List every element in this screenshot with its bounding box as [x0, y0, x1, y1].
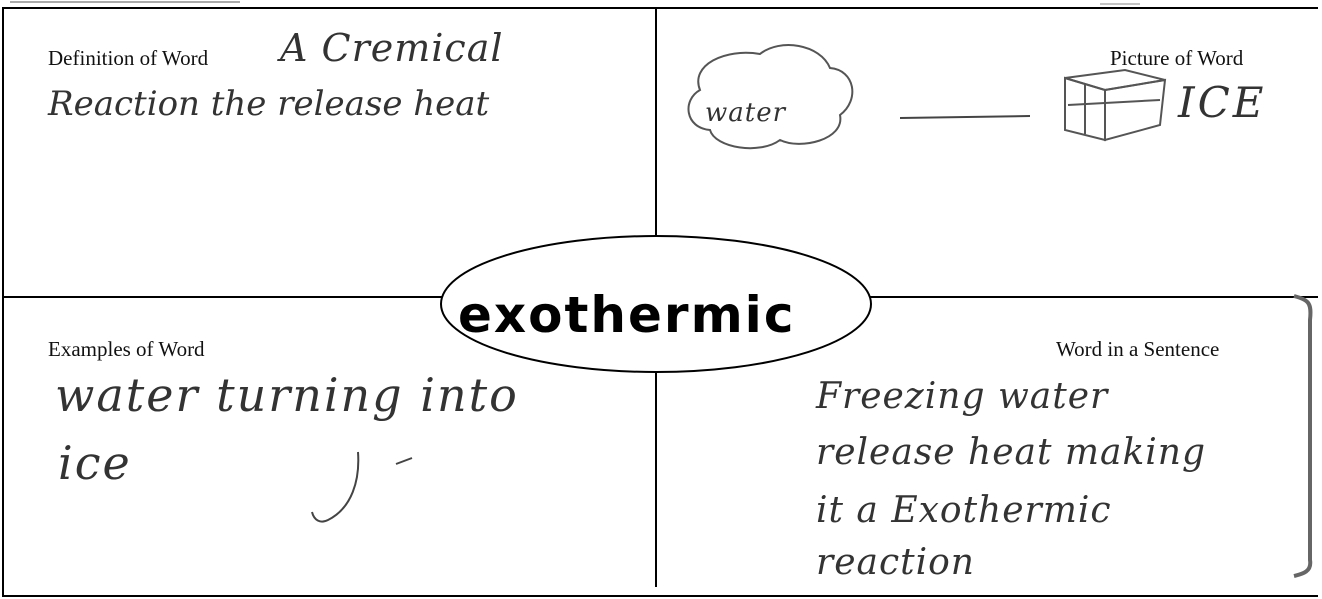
top-border: [2, 7, 1318, 9]
sentence-handwriting-line-3: it a Exothermic: [816, 490, 1112, 531]
center-word: exothermic: [458, 286, 796, 344]
definition-label: Definition of Word: [48, 46, 209, 70]
vertical-divider-bottom: [655, 368, 657, 587]
sentence-bracket: [1293, 294, 1313, 578]
left-border: [2, 7, 4, 597]
center-oval: [440, 235, 872, 373]
bottom-border: [2, 595, 1318, 597]
sentence-handwriting-line-4: reaction: [816, 542, 975, 583]
examples-stray-strokes: [311, 451, 413, 523]
definition-handwriting-line-1: A Cremical: [280, 26, 504, 70]
examples-handwriting-line-2: ice: [58, 436, 132, 490]
horizontal-divider-left: [2, 296, 442, 298]
picture-drawing: [687, 44, 1167, 150]
horizontal-divider-right: [870, 296, 1318, 298]
picture-label-ice: ICE: [1178, 78, 1267, 127]
examples-handwriting-line-1: water turning into: [55, 368, 519, 422]
sentence-handwriting-line-2: release heat making: [816, 432, 1207, 473]
ice-cube-icon: [1064, 68, 1167, 142]
vertical-divider-top: [655, 7, 657, 244]
definition-handwriting-line-2: Reaction the release heat: [48, 84, 490, 124]
examples-label: Examples of Word: [48, 337, 205, 361]
picture-label-water: water: [705, 98, 787, 128]
sentence-handwriting-line-1: Freezing water: [816, 376, 1109, 417]
scan-marks: [10, 1, 1140, 5]
picture-label: Picture of Word: [1110, 46, 1244, 70]
sentence-label: Word in a Sentence: [1056, 337, 1220, 361]
